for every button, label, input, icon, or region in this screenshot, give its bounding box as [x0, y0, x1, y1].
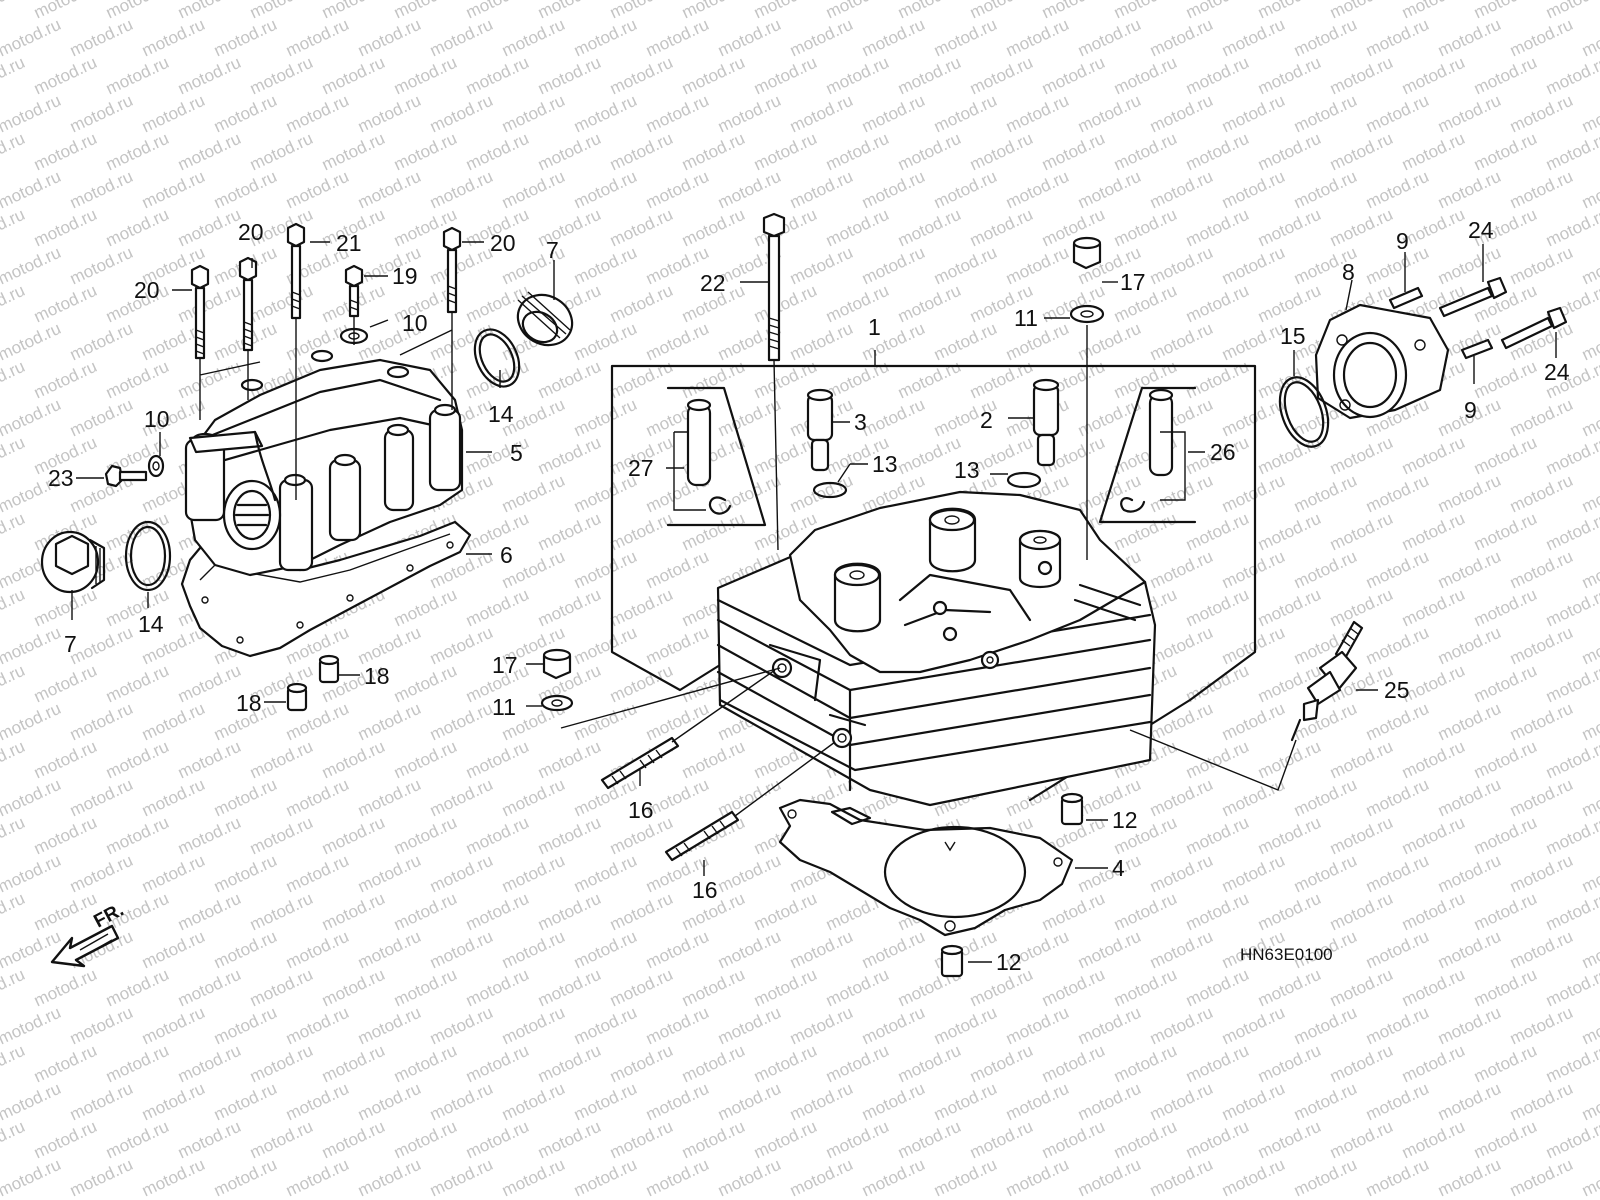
oil-filler-caps — [40, 291, 574, 594]
leader-lines — [71, 241, 1557, 963]
front-arrow-icon: FR. — [50, 900, 127, 968]
nut-17-washer-11-left — [540, 648, 781, 729]
callout-12-right: 12 — [1112, 807, 1138, 833]
callout-18-right: 18 — [364, 663, 390, 689]
callout-25: 25 — [1384, 677, 1410, 703]
diagram-code: HN63E0100 — [1240, 945, 1333, 964]
callout-17-left: 17 — [492, 652, 518, 678]
callout-20-middle: 20 — [238, 219, 264, 245]
callout-20-right: 20 — [490, 230, 516, 256]
cylinder-head — [716, 490, 1157, 807]
callout-1: 1 — [868, 314, 881, 340]
bolt-22 — [762, 212, 786, 551]
callout-11-top: 11 — [1014, 305, 1038, 331]
callout-23: 23 — [48, 465, 74, 491]
callout-14-left: 14 — [138, 611, 164, 637]
callout-22: 22 — [700, 270, 726, 296]
callout-8: 8 — [1342, 259, 1355, 285]
callout-21: 21 — [336, 230, 362, 256]
cover-bolts — [104, 222, 462, 500]
nut-17-washer-11-top — [1069, 236, 1105, 560]
callout-12-bottom: 12 — [996, 949, 1022, 975]
valve-assembly-26 — [1098, 386, 1197, 524]
callout-4: 4 — [1112, 855, 1125, 881]
valve-assembly-27 — [666, 386, 767, 527]
callout-17-top: 17 — [1120, 269, 1146, 295]
spark-plug — [1129, 620, 1364, 791]
callout-24-right: 24 — [1544, 359, 1570, 385]
callout-7-top: 7 — [546, 237, 559, 263]
callout-16-top: 16 — [628, 797, 654, 823]
callout-labels: 1 2 3 4 5 6 7 7 8 9 9 10 10 11 11 12 12 … — [48, 217, 1570, 975]
callout-9-bottom: 9 — [1464, 397, 1477, 423]
callout-27: 27 — [628, 455, 654, 481]
studs-16 — [600, 669, 836, 862]
callout-2: 2 — [980, 407, 993, 433]
callout-6: 6 — [500, 542, 513, 568]
callout-3: 3 — [854, 409, 867, 435]
callout-13-left: 13 — [872, 451, 898, 477]
callout-10-left: 10 — [144, 406, 170, 432]
callout-13-right: 13 — [954, 457, 980, 483]
callout-19: 19 — [392, 263, 418, 289]
callout-20-left: 20 — [134, 277, 160, 303]
callout-11-left: 11 — [492, 694, 516, 720]
callout-14-top: 14 — [488, 401, 514, 427]
dowel-pins-12 — [940, 792, 1084, 978]
callout-9-top: 9 — [1396, 228, 1409, 254]
callout-7-left: 7 — [64, 631, 77, 657]
front-marker-label: FR. — [90, 900, 127, 933]
callout-24-top: 24 — [1468, 217, 1494, 243]
valve-guides — [806, 378, 1060, 499]
callout-15: 15 — [1280, 323, 1306, 349]
callout-26: 26 — [1210, 439, 1236, 465]
head-gasket — [778, 798, 1074, 937]
intake-insulator — [1278, 276, 1568, 448]
callout-18-left: 18 — [236, 690, 262, 716]
callout-10-top: 10 — [402, 310, 428, 336]
callout-5: 5 — [510, 440, 523, 466]
callout-16-bottom: 16 — [692, 877, 718, 903]
dowel-pins-18 — [286, 654, 340, 712]
cylinder-head-cover — [180, 349, 472, 658]
